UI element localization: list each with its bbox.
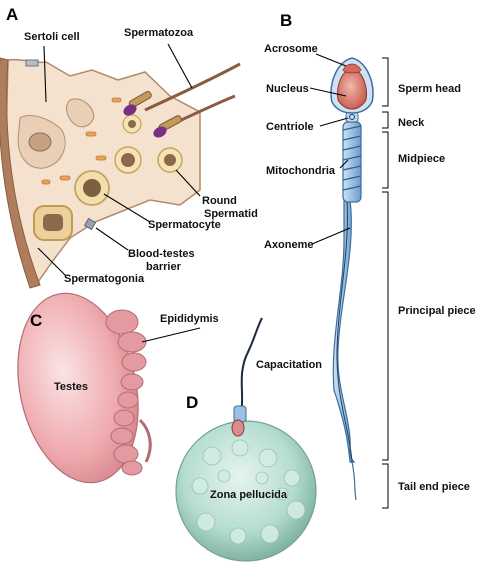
leader-mitochondria xyxy=(339,159,349,169)
leader-spermatogonia xyxy=(37,247,67,277)
label-principal-piece: Principal piece xyxy=(398,305,476,317)
leader-nucleus xyxy=(309,87,347,97)
sertoli-cell-shape-2 xyxy=(66,98,95,128)
round-spermatid-cells xyxy=(114,114,183,174)
centriole-mark xyxy=(349,114,355,120)
panel-c-testes xyxy=(17,292,152,484)
panel-a-letter: A xyxy=(6,5,18,24)
label-testes: Testes xyxy=(54,381,88,393)
label-capacitation: Capacitation xyxy=(256,359,322,371)
label-spermatozoa: Spermatozoa xyxy=(124,27,194,39)
cytoplasm-fragments xyxy=(41,97,122,185)
blood-testes-barrier-marker xyxy=(83,217,97,231)
tubule-spermatozoa xyxy=(123,62,241,138)
panel-d-letter: D xyxy=(186,393,198,412)
label-round-spermatid-2: Spermatid xyxy=(204,208,258,220)
panel-c-letter: C xyxy=(30,311,42,330)
leader-centriole xyxy=(319,117,349,127)
label-spermatogonia: Spermatogonia xyxy=(64,273,145,285)
mitochondria-spiral xyxy=(342,125,362,191)
sertoli-nucleus xyxy=(28,132,52,152)
spermatocyte-cell xyxy=(74,170,110,206)
leader-spermatocyte xyxy=(103,193,151,223)
label-axoneme: Axoneme xyxy=(264,239,314,251)
capacitating-sperm xyxy=(231,317,263,437)
bracket-principal-piece xyxy=(382,191,389,461)
panel-b-letter: B xyxy=(280,11,292,30)
label-nucleus: Nucleus xyxy=(266,83,309,95)
label-sertoli-cell: Sertoli cell xyxy=(24,31,80,43)
bracket-midpiece xyxy=(382,131,389,189)
epididymis-shape xyxy=(105,309,147,476)
label-zona-pellucida: Zona pellucida xyxy=(210,489,288,501)
label-blood-testes-2: barrier xyxy=(146,261,182,273)
panel-d-egg xyxy=(175,317,317,562)
sperm-tail-end xyxy=(351,461,357,501)
label-spermatocyte: Spermatocyte xyxy=(148,219,221,231)
label-neck: Neck xyxy=(398,117,425,129)
sperm-tail-principal xyxy=(332,199,356,463)
label-epididymis: Epididymis xyxy=(160,313,219,325)
label-sperm-head: Sperm head xyxy=(398,83,461,95)
panel-a-tubule xyxy=(0,57,241,289)
tubule-outer-wall xyxy=(0,57,41,289)
leader-sertoli-cell xyxy=(43,45,47,103)
panel-b-sperm xyxy=(330,57,374,501)
label-centriole: Centriole xyxy=(266,121,314,133)
leader-acrosome xyxy=(315,53,347,67)
label-tail-end-piece: Tail end piece xyxy=(398,481,470,493)
sperm-axoneme-line xyxy=(336,199,353,463)
vas-deferens xyxy=(138,418,152,463)
bracket-neck xyxy=(382,111,389,129)
zona-surface-texture xyxy=(191,439,306,545)
leader-spermatozoa xyxy=(167,43,193,89)
sperm-acrosome xyxy=(342,63,362,74)
leader-blood-testes xyxy=(95,227,129,251)
bracket-tail-end-piece xyxy=(382,463,389,509)
spermatogonia-cell xyxy=(33,205,73,241)
barrier-marker-top xyxy=(25,59,39,67)
sperm-nucleus xyxy=(337,67,367,110)
leader-round-spermatid xyxy=(175,169,201,197)
label-acrosome: Acrosome xyxy=(264,43,318,55)
bracket-sperm-head xyxy=(382,57,389,107)
label-blood-testes-1: Blood-testes xyxy=(128,248,195,260)
label-midpiece: Midpiece xyxy=(398,153,445,165)
leader-epididymis xyxy=(141,327,201,343)
label-round-spermatid-1: Round xyxy=(202,195,237,207)
leader-axoneme xyxy=(311,227,351,245)
label-mitochondria: Mitochondria xyxy=(266,165,336,177)
